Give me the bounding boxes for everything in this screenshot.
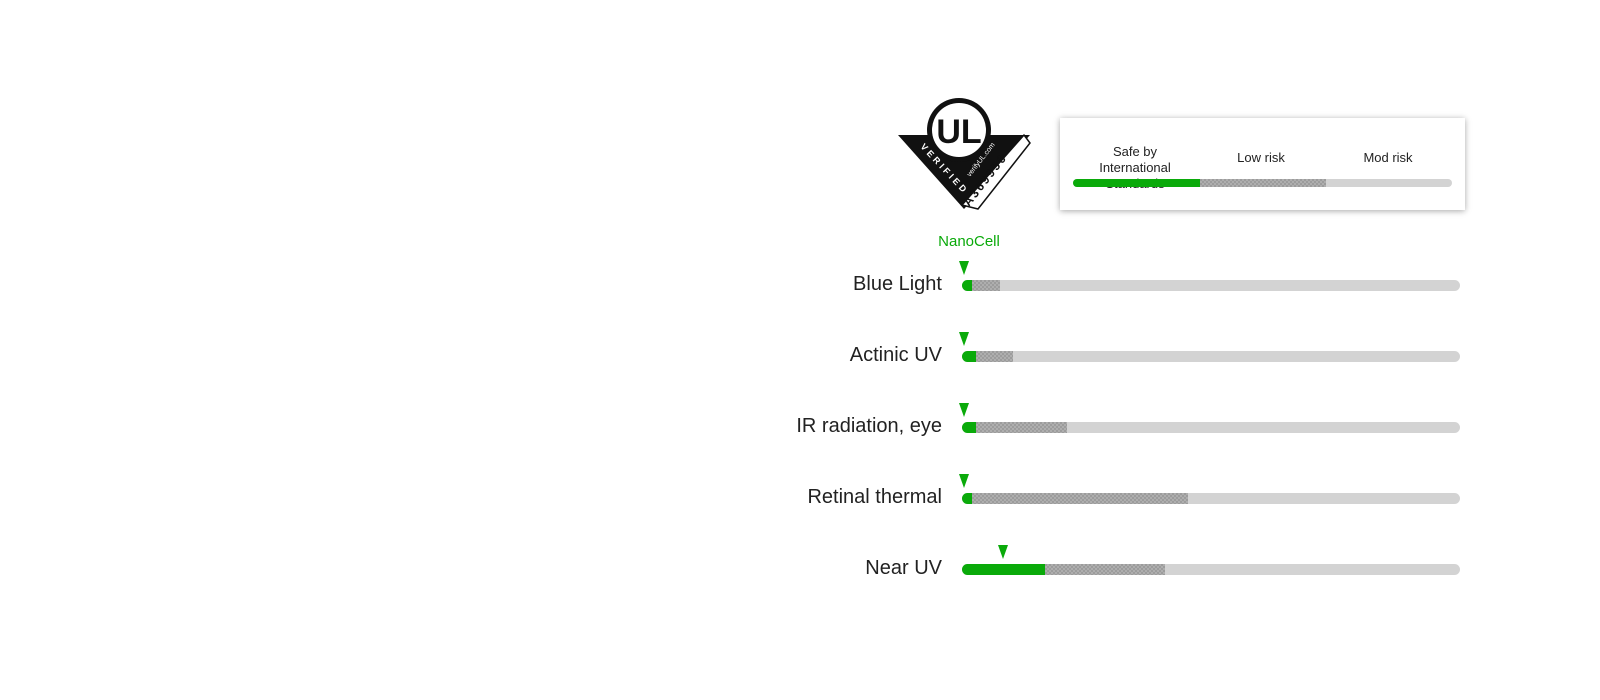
legend-safe-segment	[1073, 179, 1200, 187]
risk-track	[962, 493, 1460, 504]
ul-verified-badge: UL VERIFIED verifyUL.com A369956	[896, 97, 1032, 213]
nanocell-marker	[959, 403, 970, 417]
risk-track	[962, 564, 1460, 575]
row-label: Near UV	[865, 557, 942, 579]
risk-track	[962, 422, 1460, 433]
svg-text:UL: UL	[936, 113, 981, 151]
low-risk-segment	[976, 422, 1067, 433]
nanocell-marker	[959, 261, 970, 275]
legend-safe-line1: Safe by	[1112, 144, 1158, 159]
row-label: IR radiation, eye	[796, 415, 942, 437]
safe-segment	[962, 493, 972, 504]
low-risk-segment	[971, 493, 1188, 504]
nanocell-marker	[959, 474, 970, 488]
safe-segment	[962, 564, 1045, 575]
legend-safe-line2: International Standards	[1099, 160, 1171, 191]
ul-logo-icon: UL VERIFIED verifyUL.com A369956	[898, 98, 1031, 210]
safe-segment	[962, 422, 977, 433]
safe-segment	[962, 280, 972, 291]
safe-segment	[962, 351, 977, 362]
legend-low-segment	[1200, 179, 1326, 187]
risk-legend: Safe by International Standards Low risk…	[1060, 118, 1465, 210]
legend-low-label: Low risk	[1237, 150, 1285, 165]
row-label: Actinic UV	[849, 344, 942, 366]
nanocell-marker	[959, 332, 970, 346]
low-risk-segment	[976, 351, 1014, 362]
row-label: Retinal thermal	[807, 486, 942, 508]
row-label: Blue Light	[853, 273, 942, 295]
risk-track	[962, 280, 1460, 291]
legend-scale-bar	[1073, 179, 1452, 187]
low-risk-segment	[971, 280, 1001, 291]
legend-mod-label: Mod risk	[1363, 150, 1413, 165]
low-risk-segment	[1045, 564, 1165, 575]
nanocell-marker	[997, 545, 1008, 559]
product-name: NanoCell	[938, 233, 1000, 250]
risk-track	[962, 351, 1460, 362]
